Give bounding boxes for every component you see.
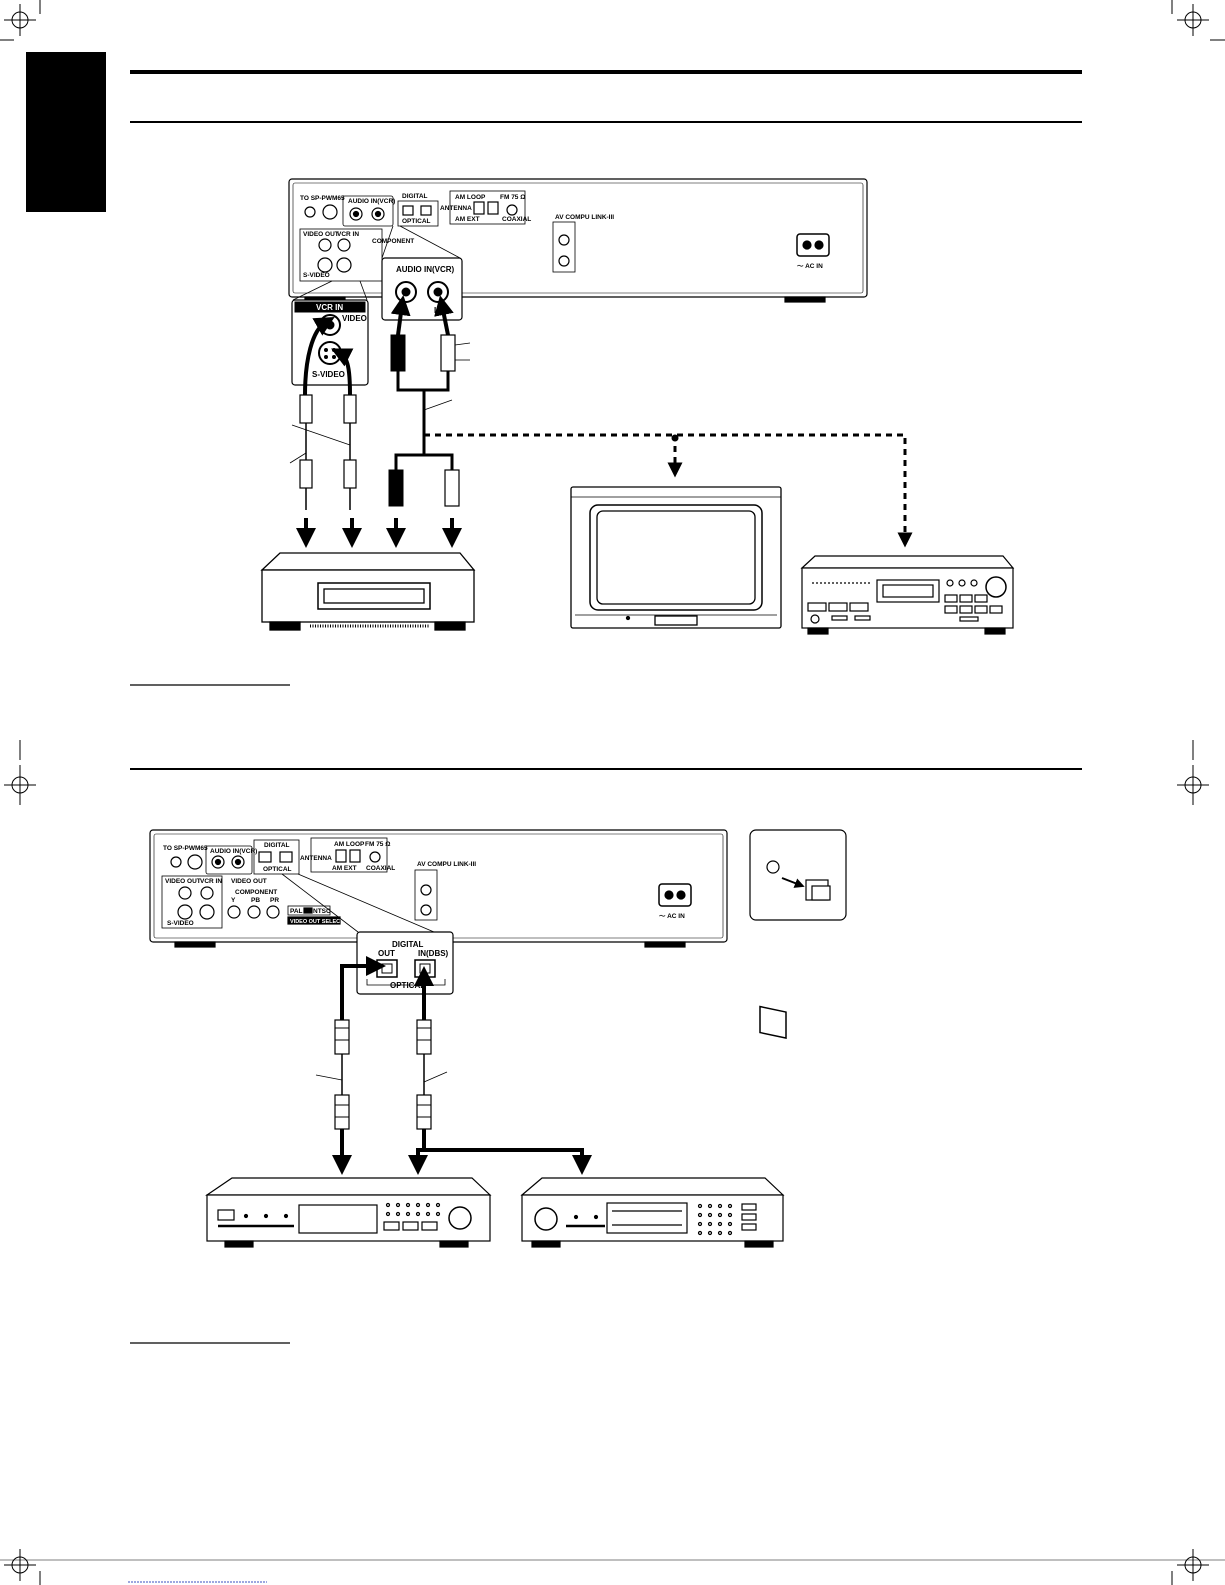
antenna-label: ANTENNA bbox=[440, 205, 472, 212]
crop-mark-bottom-right bbox=[1171, 1549, 1209, 1585]
digital-label: DIGITAL bbox=[402, 193, 428, 200]
y-label: Y bbox=[231, 897, 236, 904]
section-rules bbox=[128, 70, 1082, 1583]
fm-label-2: FM 75 Ω bbox=[365, 841, 390, 848]
compu-link-label-2: AV COMPU LINK-III bbox=[417, 861, 476, 868]
vcr-cables bbox=[289, 295, 913, 548]
am-loop-label-2: AM LOOP bbox=[334, 841, 365, 848]
cassette-deck-device bbox=[800, 555, 1015, 635]
crop-mark-bottom-left bbox=[4, 1549, 41, 1585]
audio-in-zoom-label: AUDIO IN(VCR) bbox=[396, 265, 455, 274]
audio-l-label: L bbox=[434, 306, 439, 315]
antenna-label-2: ANTENNA bbox=[300, 855, 332, 862]
in-dbs-zoom-label: IN(DBS) bbox=[418, 949, 449, 958]
vcr-in-label-2: VCR IN bbox=[200, 878, 222, 885]
am-ext-label-2: AM EXT bbox=[332, 865, 357, 872]
am-ext-label: AM EXT bbox=[455, 216, 480, 223]
to-sp-label: TO SP-PWM65 bbox=[300, 195, 345, 202]
component-label: COMPONENT bbox=[372, 238, 414, 245]
coaxial-label: COAXIAL bbox=[502, 216, 531, 223]
fm-label: FM 75 Ω bbox=[500, 194, 525, 201]
video-out-select-label: VIDEO OUT SELECT bbox=[290, 919, 344, 925]
recorder-device-right bbox=[520, 1177, 785, 1248]
main-unit-rear-panel-2: TO SP-PWM65 AUDIO IN(VCR) DIGITAL OPTICA… bbox=[149, 829, 728, 948]
tv-device bbox=[570, 486, 782, 629]
pal-label: PAL bbox=[290, 908, 303, 915]
vcr-device bbox=[260, 552, 476, 631]
component-label-2: COMPONENT bbox=[235, 889, 277, 896]
recorder-left-buttons bbox=[383, 1202, 441, 1231]
video-out-label: VIDEO OUT bbox=[303, 231, 339, 238]
video-out-label-2b: VIDEO OUT bbox=[231, 878, 267, 885]
main-unit-rear-panel-1: TO SP-PWM65 AUDIO IN(VCR) DIGITAL OPTICA… bbox=[288, 178, 868, 303]
crop-mark-top-right bbox=[1171, 0, 1225, 41]
ntsc-label: NTSC bbox=[313, 908, 331, 915]
out-zoom-label: OUT bbox=[378, 949, 395, 958]
s-video-label: S-VIDEO bbox=[303, 272, 330, 279]
recorder-right-buttons bbox=[697, 1203, 757, 1236]
optical-cables bbox=[315, 956, 592, 1175]
digital-label-2: DIGITAL bbox=[264, 842, 290, 849]
to-sp-label-2: TO SP-PWM65 bbox=[163, 845, 208, 852]
vcr-in-zoom-label: VCR IN bbox=[316, 303, 343, 312]
coaxial-label-2: COAXIAL bbox=[366, 865, 395, 872]
language-tab bbox=[26, 52, 106, 212]
pb-label: PB bbox=[251, 897, 260, 904]
am-loop-label: AM LOOP bbox=[455, 194, 486, 201]
audio-in-vcr-label: AUDIO IN(VCR) bbox=[348, 198, 395, 205]
ac-in-label: ～ AC IN bbox=[797, 263, 823, 270]
video-zoom-label: VIDEO bbox=[342, 314, 367, 323]
optical-label-2: OPTICAL bbox=[263, 866, 292, 873]
crop-mark-top-left bbox=[0, 0, 41, 41]
digital-zoom-label: DIGITAL bbox=[392, 940, 424, 949]
ac-in-label-2: ～ AC IN bbox=[659, 913, 685, 920]
compu-link-label: AV COMPU LINK-III bbox=[555, 214, 614, 221]
digital-zoom-callout: DIGITAL OUT IN(DBS) OPTICAL bbox=[281, 873, 454, 995]
s-video-zoom-label: S-VIDEO bbox=[312, 370, 345, 379]
video-out-label-2: VIDEO OUT bbox=[165, 878, 201, 885]
recorder-device-left bbox=[205, 1177, 492, 1248]
optical-cap-inset bbox=[749, 829, 847, 1039]
pr-label: PR bbox=[270, 897, 279, 904]
vcr-in-label: VCR IN bbox=[337, 231, 359, 238]
optical-zoom-label: OPTICAL bbox=[390, 981, 425, 990]
audio-in-vcr-label-2: AUDIO IN(VCR) bbox=[210, 848, 257, 855]
optical-label: OPTICAL bbox=[402, 218, 431, 225]
crop-mark-mid-right bbox=[1177, 740, 1209, 805]
s-video-label-2: S-VIDEO bbox=[167, 920, 194, 927]
crop-mark-mid-left bbox=[4, 740, 36, 805]
